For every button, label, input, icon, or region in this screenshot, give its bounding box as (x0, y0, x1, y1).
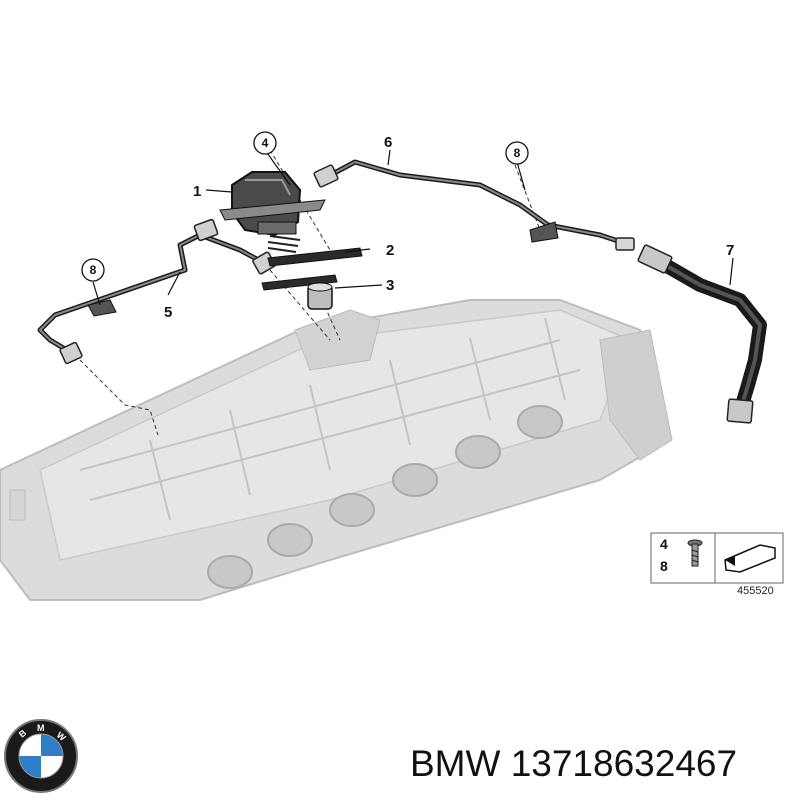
callout-7: 7 (726, 242, 734, 259)
tappet-cup (307, 282, 333, 310)
bmw-logo: B M W (4, 719, 78, 793)
svg-text:8: 8 (90, 263, 97, 277)
high-pressure-pump (219, 171, 326, 253)
callout-3: 3 (386, 277, 394, 294)
part-number-label: BMW 13718632467 (410, 743, 737, 784)
callout-5: 5 (164, 304, 172, 321)
svg-text:B: B (17, 727, 29, 739)
legend-num-4: 4 (660, 536, 668, 552)
callout-leaders (92, 149, 734, 306)
callout-8-left-circle: 8 (81, 258, 105, 282)
screw-icon (687, 539, 703, 567)
cylinder-head-illustration (0, 299, 673, 601)
callout-8-right-circle: 8 (505, 141, 529, 165)
callout-2: 2 (386, 242, 394, 259)
svg-text:M: M (37, 723, 45, 733)
line-clips (87, 221, 559, 317)
diagram-reference-number: 455520 (737, 585, 774, 597)
arrow-icon (724, 544, 776, 573)
svg-text:8: 8 (514, 146, 521, 160)
svg-text:4: 4 (262, 136, 269, 150)
callout-6: 6 (384, 134, 392, 151)
fuel-lines (37, 159, 767, 412)
legend-num-8: 8 (660, 558, 668, 574)
callout-numbers: 1 2 3 5 6 7 4 8 8 (81, 131, 734, 321)
legend-box: 4 8 (650, 532, 784, 584)
callout-1: 1 (193, 183, 201, 200)
gasket-plate (261, 247, 363, 291)
callout-4-circle: 4 (253, 131, 277, 155)
